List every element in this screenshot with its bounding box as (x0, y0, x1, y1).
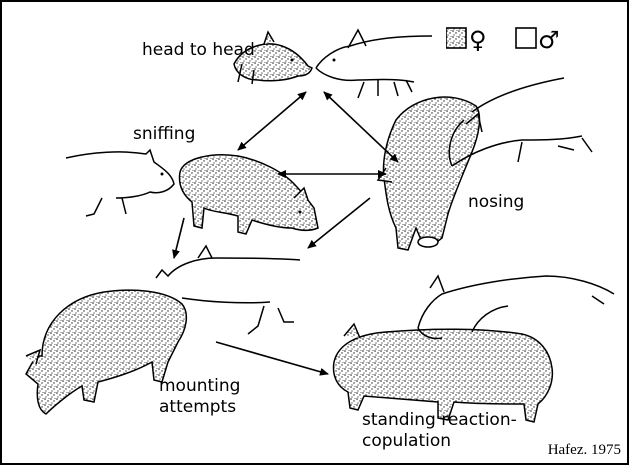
label-head-to-head: head to head (142, 40, 255, 61)
transition-arrows (174, 92, 398, 374)
legend: ♀ ♂ (446, 24, 596, 56)
label-nosing: nosing (468, 192, 524, 213)
standing-female-pig (334, 324, 553, 422)
male-empty-swatch-icon (516, 28, 536, 48)
label-standing-reaction-copulation: standing reaction- copulation (362, 410, 517, 452)
arrow-headtohead-sniffing (238, 92, 306, 150)
arrow-sniffing-mounting (174, 218, 184, 258)
label-sniffing: sniffing (133, 124, 195, 145)
legend-artwork: ♀ ♂ (446, 24, 596, 56)
male-symbol-icon: ♂ (538, 26, 560, 54)
sniffing-female-pig (180, 155, 319, 234)
label-mounting-attempts: mounting attempts (159, 376, 240, 418)
arrow-headtohead-nosing (324, 92, 398, 162)
source-credit: Hafez. 1975 (548, 442, 621, 459)
female-stipple-swatch-icon (446, 28, 466, 48)
head-to-head-male-pig (316, 30, 432, 98)
arrow-mounting-standing (216, 342, 328, 374)
sniffing-male-pig (66, 150, 174, 216)
female-symbol-icon: ♀ (469, 26, 487, 54)
nosing-female-pig (378, 97, 479, 250)
